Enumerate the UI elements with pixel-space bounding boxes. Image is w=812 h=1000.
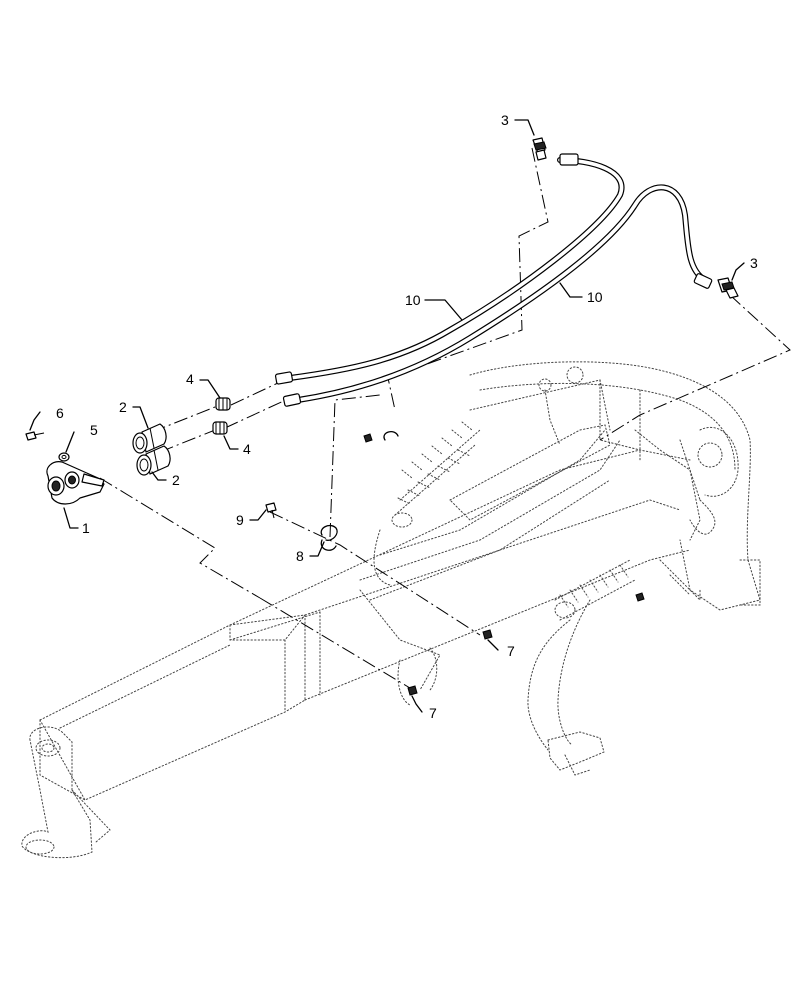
callout-2-upper: 2	[119, 399, 127, 415]
callout-3-top: 3	[501, 112, 509, 128]
washer	[58, 452, 70, 462]
bolt	[265, 502, 277, 519]
cap-screw	[25, 431, 45, 441]
callout-7-upper: 7	[507, 643, 515, 659]
callout-5: 5	[90, 422, 98, 438]
callout-6: 6	[56, 405, 64, 421]
callout-leaders	[29, 119, 745, 713]
dust-cap-upper	[215, 397, 231, 411]
elbow-fitting-right	[717, 277, 739, 299]
quick-coupler-upper	[132, 423, 167, 454]
callout-3-right: 3	[750, 255, 758, 271]
callout-8: 8	[296, 548, 304, 564]
coupler-bracket	[46, 461, 105, 505]
spring-left	[373, 421, 481, 586]
lock-nut-lower	[407, 685, 418, 696]
callout-10-left: 10	[405, 292, 421, 308]
hydraulic-hoses	[274, 153, 713, 407]
callout-labels: 1 2 2 3 3 4 4 5 6 7 7 8 9 10 10	[56, 112, 758, 721]
lock-nut-upper	[482, 629, 493, 640]
dust-cap-lower	[212, 421, 228, 435]
callout-4-upper: 4	[186, 371, 194, 387]
callout-2-lower: 2	[172, 472, 180, 488]
callout-7-lower: 7	[429, 705, 437, 721]
hose-clamp	[320, 430, 399, 551]
small-fasteners	[363, 433, 645, 602]
frame-outline	[21, 361, 761, 859]
callout-10-right: 10	[587, 289, 603, 305]
quick-coupler-lower	[136, 445, 171, 476]
elbow-fitting-top	[532, 137, 547, 161]
callout-1: 1	[82, 520, 90, 536]
callout-4-lower: 4	[243, 441, 251, 457]
callout-9: 9	[236, 512, 244, 528]
spring-right	[527, 559, 636, 776]
